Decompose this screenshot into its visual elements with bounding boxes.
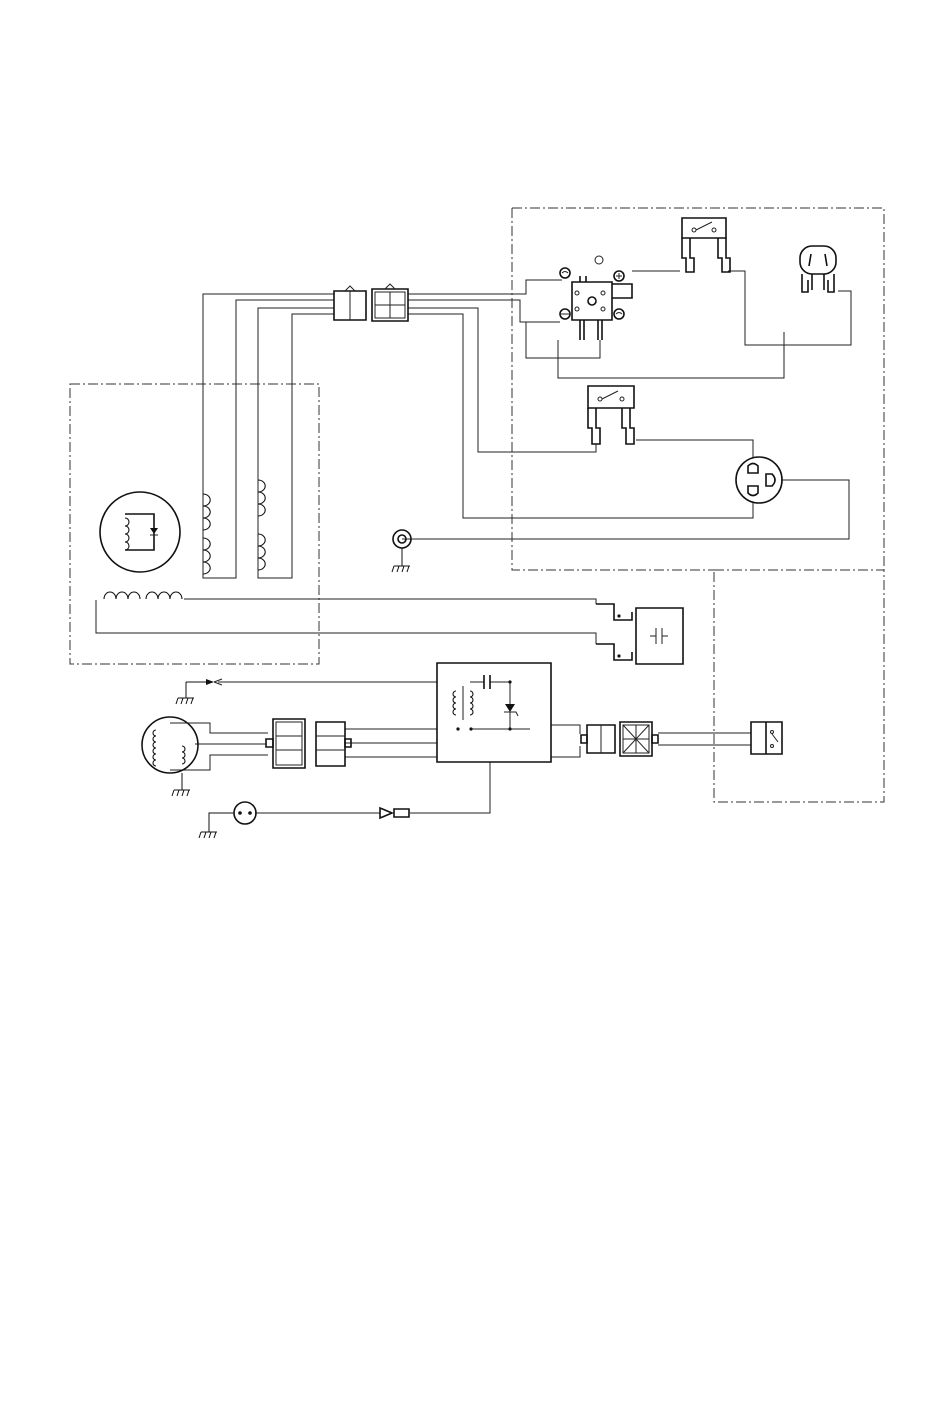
ac-receptacle xyxy=(800,246,836,292)
circuit-breaker-middle xyxy=(588,386,634,444)
4-pin-connector-right xyxy=(372,284,408,321)
ground-terminal xyxy=(392,530,411,572)
oil-sensor-connector-left xyxy=(581,725,615,753)
oil-sensor-connector-right xyxy=(620,722,658,756)
pulser-coil xyxy=(142,717,198,796)
alternator-rotor xyxy=(100,492,180,572)
ignition-diode xyxy=(380,808,409,818)
enclosure-control-panel xyxy=(512,208,884,570)
ac-socket-selector xyxy=(560,256,632,340)
frame-ground-cdi xyxy=(176,679,222,704)
pulser-connector-right xyxy=(316,722,351,766)
stator-windings xyxy=(203,480,265,574)
cdi-unit xyxy=(437,663,551,762)
spark-plug xyxy=(199,802,256,838)
grounded-receptacle xyxy=(736,457,782,503)
pulser-connector-left xyxy=(266,719,305,768)
enclosure-generator xyxy=(70,384,319,664)
capacitor xyxy=(596,604,683,664)
enclosure-inverter-box xyxy=(714,570,884,802)
4-pin-connector-left xyxy=(334,286,366,320)
exciter-winding xyxy=(104,592,182,599)
oil-level-switch xyxy=(751,722,782,754)
circuit-breaker-top xyxy=(682,218,730,272)
